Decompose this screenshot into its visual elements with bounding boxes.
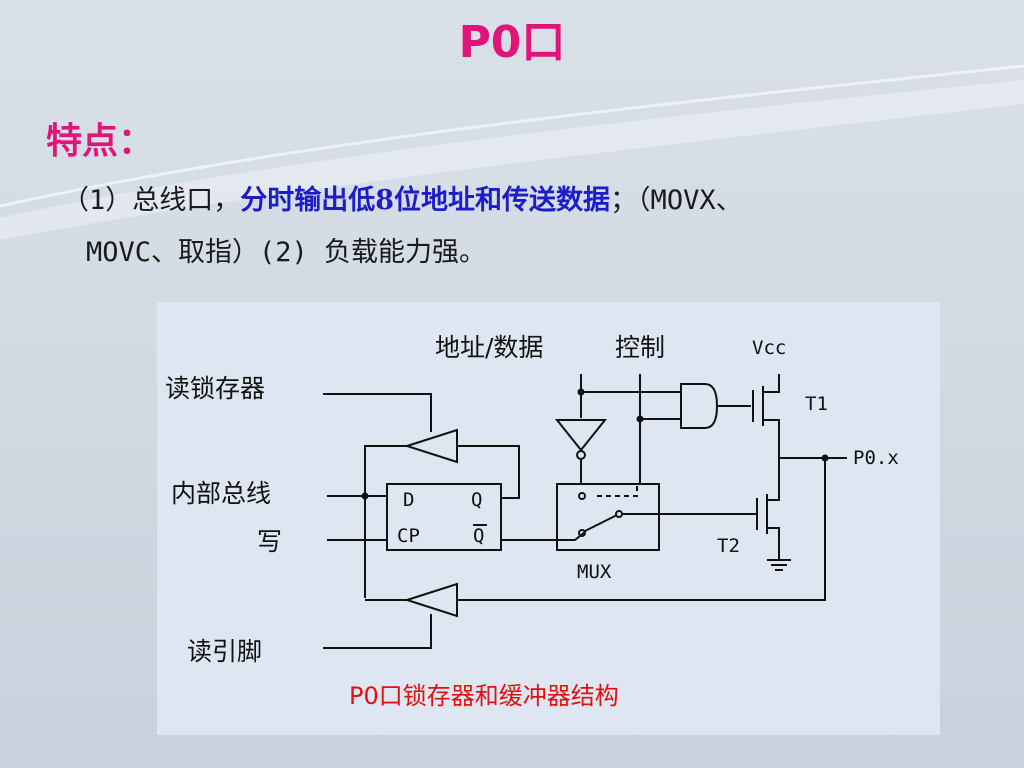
label-t2: T2 [717,535,740,557]
qbar-to-mux-wire [501,531,586,541]
q-feedback-wire [457,445,520,499]
label-read-pin: 读引脚 [187,637,262,666]
read-latch-output-wire [364,445,407,598]
bus-junction [361,492,369,500]
mux-contact-top [578,492,586,500]
feature-line-1: （1）总线口，分时输出低8位地址和传送数据；（MOVX、 [62,178,743,217]
t2-drain [767,458,780,501]
mux-label: MUX [577,561,612,583]
feature-line-1-suffix: ；（MOVX、 [610,185,743,216]
latch-qbar-label: Q [473,525,484,547]
t2-source [767,527,780,560]
feature-line-1-highlight: 分时输出低8位地址和传送数据 [240,185,611,216]
pin-feedback-wire [457,458,826,601]
mux-box [556,483,660,551]
addr-inverter-bubble [576,450,586,460]
p0-port-diagram: 地址/数据 控制 Vcc 读锁存器 内部总线 写 读引脚 D Q CP Q MU… [157,302,940,735]
label-write: 写 [257,527,282,556]
latch-box [386,483,502,551]
read-latch-wire [323,393,432,432]
label-vcc: Vcc [752,337,786,359]
circuit-svg: 地址/数据 控制 Vcc 读锁存器 内部总线 写 读引脚 D Q CP Q MU… [165,333,899,710]
mux-control-dash [597,486,638,497]
label-control: 控制 [615,333,665,362]
slide-title: P0口 [458,17,566,68]
label-t1: T1 [805,393,828,415]
addr-inverter [554,419,608,452]
read-latch-buffer [403,428,458,464]
label-internal-bus: 内部总线 [171,479,271,508]
label-addr-data: 地址/数据 [435,333,543,362]
read-pin-buffer [403,582,458,618]
latch-q-label: Q [471,489,482,511]
label-read-latch: 读锁存器 [165,374,265,403]
t1-source [763,419,780,458]
label-p0x: P0.x [853,447,899,469]
diagram-caption: P0口锁存器和缓冲器结构 [349,682,619,710]
feature-line-2: MOVC、取指）(2) 负载能力强。 [86,237,487,268]
t1-drain [763,374,780,393]
latch-cp-label: CP [397,525,420,547]
mux-contact-bottom [578,529,586,537]
read-pin-wire [323,614,432,649]
feature-line-1-prefix: （1）总线口， [62,185,241,216]
features-heading: 特点： [46,120,155,162]
mux-switch-arm [584,514,618,532]
latch-d-label: D [403,489,414,511]
and-gate [680,383,719,429]
